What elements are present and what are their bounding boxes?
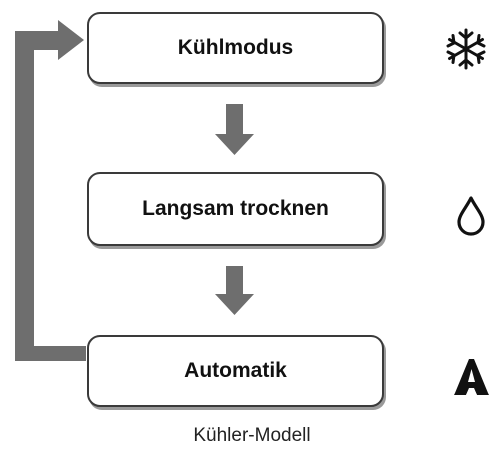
mode-label-auto: Automatik [184, 359, 287, 382]
loop-back-arrow [15, 20, 86, 361]
mode-box-dry: Langsam trocknen [87, 172, 384, 246]
down-arrow-1 [215, 104, 254, 155]
mode-box-auto: Automatik [87, 335, 384, 407]
mode-label-cool: Kühlmodus [177, 36, 294, 59]
water-drop-icon [457, 196, 485, 236]
mode-box-cool: Kühlmodus [87, 12, 384, 84]
down-arrow-2 [215, 266, 254, 315]
snowflake-icon [446, 28, 486, 70]
auto-mode-icon [454, 359, 489, 395]
diagram-caption: Kühler-Modell [193, 425, 311, 446]
mode-label-dry: Langsam trocknen [142, 197, 329, 220]
